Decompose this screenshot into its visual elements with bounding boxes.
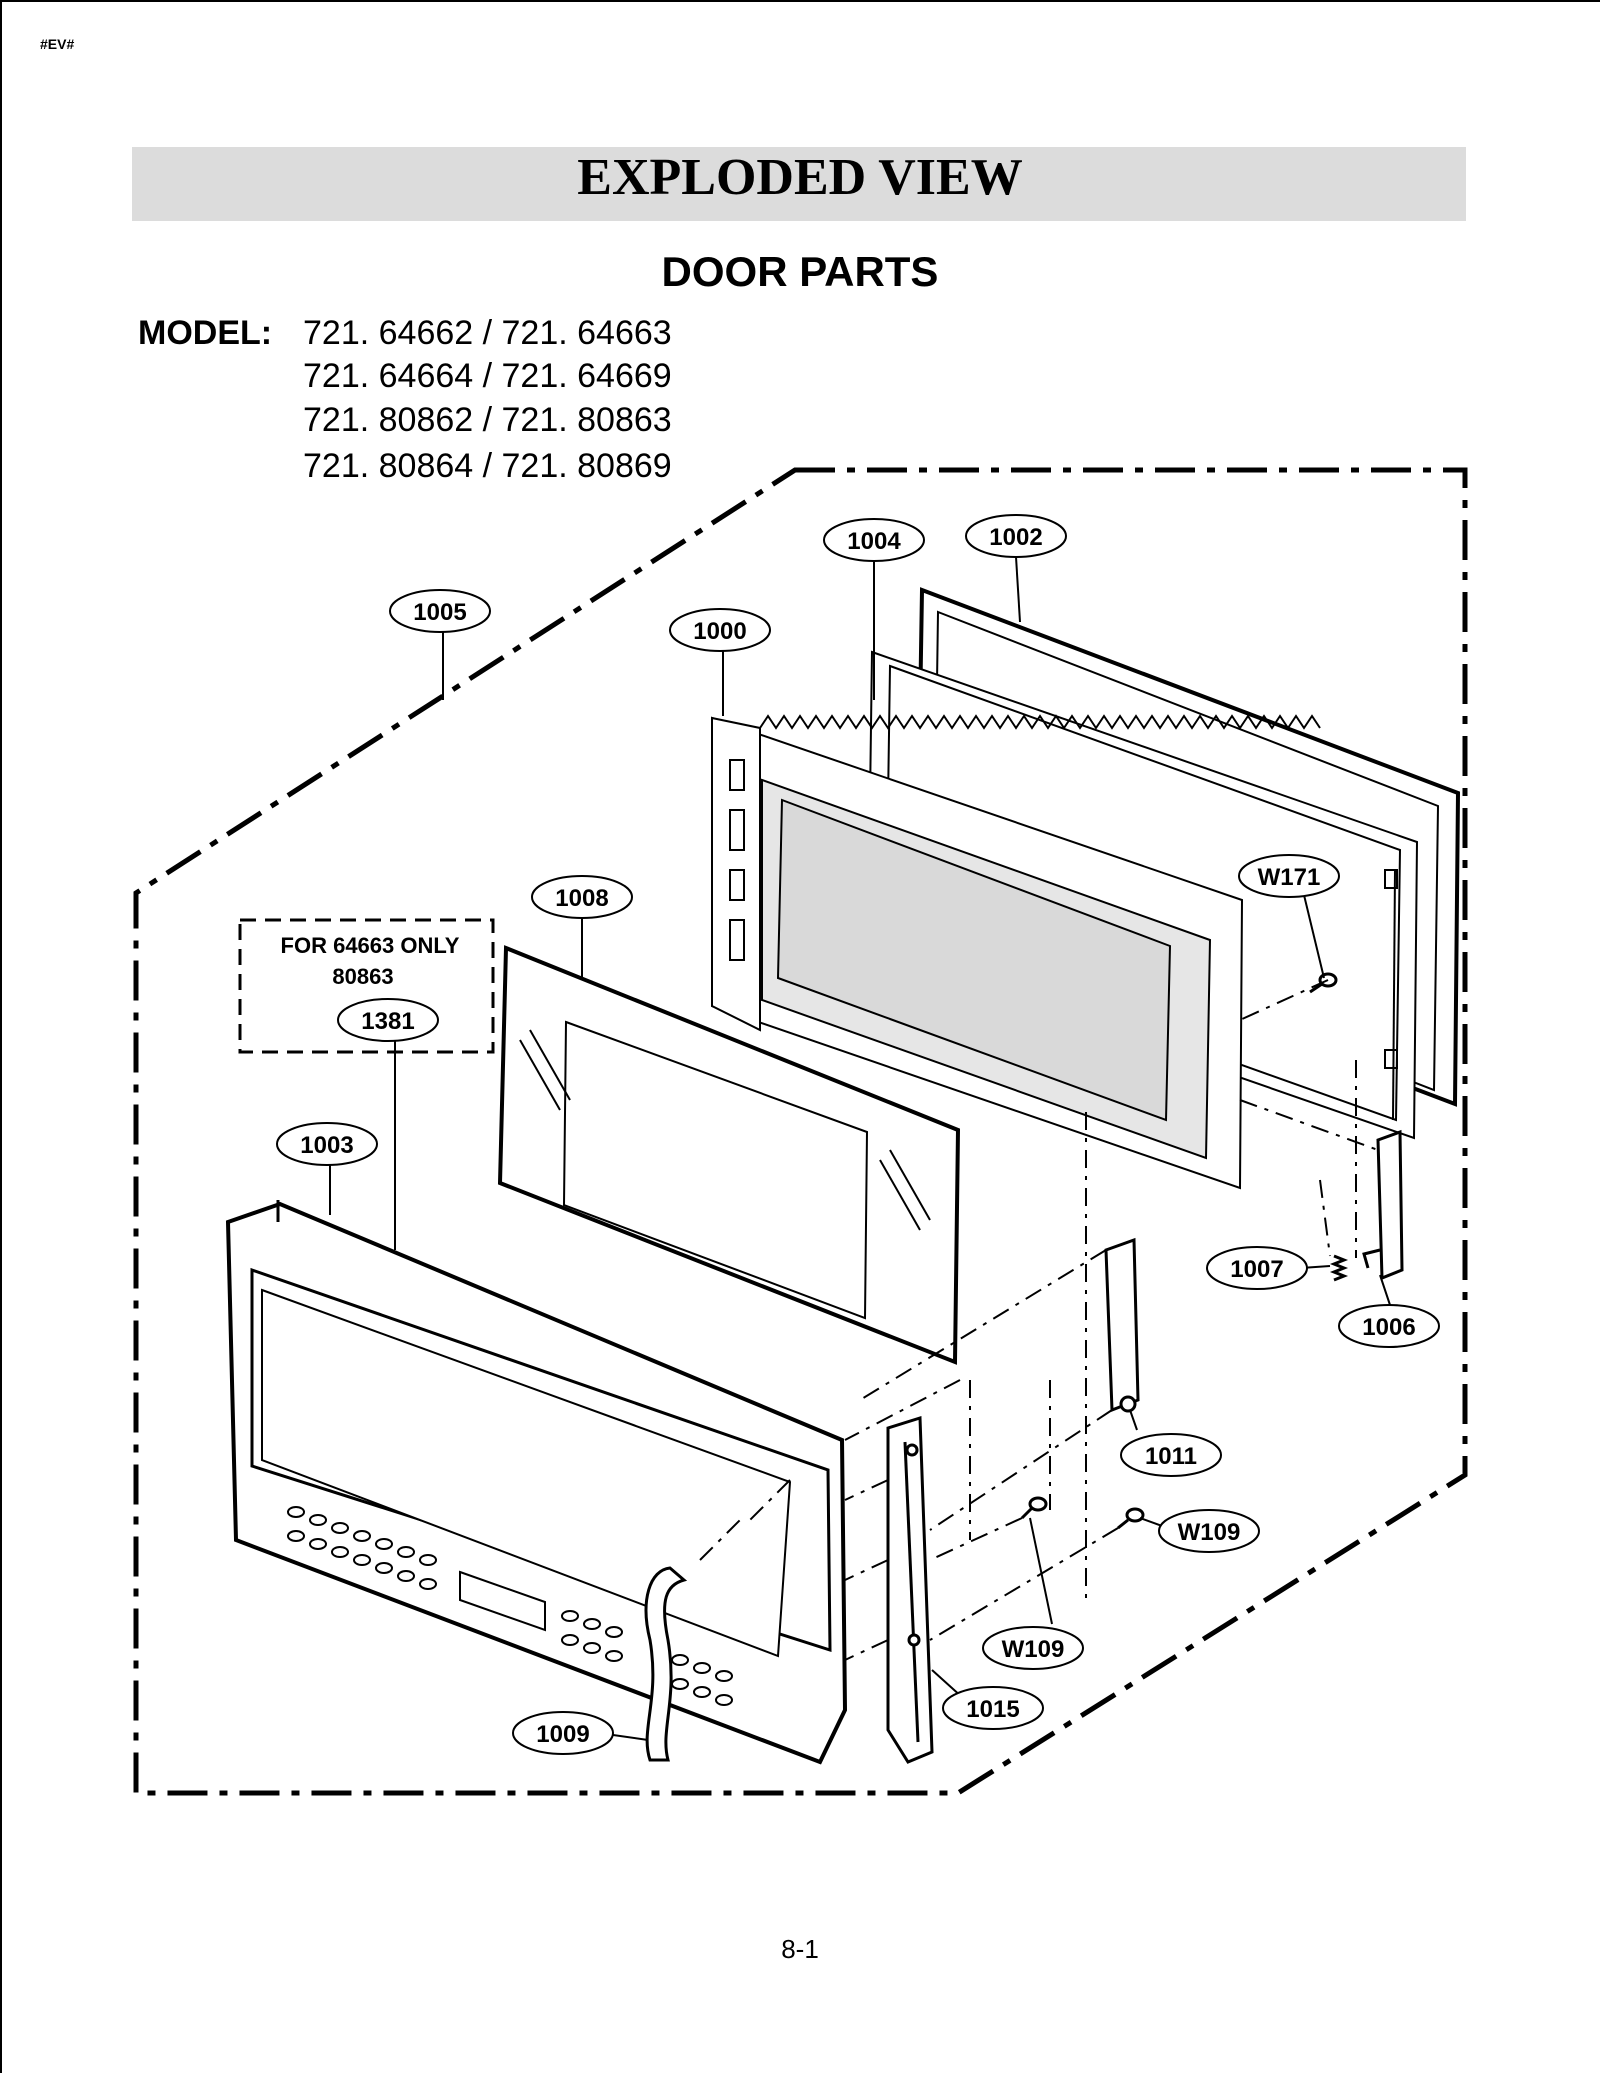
latch-hook [1362, 1129, 1404, 1281]
latch-spring [1329, 1254, 1349, 1282]
callout-1006: 1006 [1362, 1314, 1415, 1341]
model-line: 721. 80862 / 721. 80863 [303, 401, 672, 439]
model-label: MODEL: [138, 314, 273, 352]
inner-door-frame [711, 714, 1321, 1190]
model-line: 721. 80864 / 721. 80869 [303, 447, 672, 485]
callout-1381: 1381 [361, 1008, 414, 1035]
model-line: 721. 64662 / 721. 64663 [303, 314, 672, 352]
callout-1011: 1011 [1145, 1443, 1197, 1470]
callout-w171: W171 [1258, 864, 1321, 891]
door-handle [644, 1566, 688, 1762]
callout-w109: W109 [1178, 1519, 1241, 1546]
callout-bubble [1120, 1433, 1222, 1477]
callout-1015: 1015 [966, 1696, 1019, 1723]
note-box [238, 918, 495, 1054]
callout-bubble [669, 608, 771, 652]
callout-1003: 1003 [300, 1132, 353, 1159]
callout-bubble [389, 589, 491, 633]
callout-bubble [942, 1686, 1044, 1730]
callout-bubble [276, 1122, 378, 1166]
callout-bubble [1338, 1304, 1440, 1348]
latch-bracket [886, 1415, 934, 1764]
callout-bubble [1158, 1509, 1260, 1553]
page-title: EXPLODED VIEW [577, 149, 1023, 206]
callout-1007: 1007 [1230, 1256, 1283, 1283]
callout-bubble [823, 518, 925, 562]
callout-1005: 1005 [413, 599, 466, 626]
callout-1000: 1000 [693, 618, 746, 645]
callout-bubble [1238, 854, 1340, 898]
model-line: 721. 64664 / 721. 64669 [303, 357, 672, 395]
callout-bubble [337, 998, 439, 1042]
page-number: 8-1 [781, 1934, 819, 1964]
callout-bubble [531, 875, 633, 919]
assembly-boundary [133, 467, 1468, 1796]
callout-1002: 1002 [989, 524, 1042, 551]
door-hook [1104, 1237, 1140, 1413]
note-line-2: 80863 [332, 964, 393, 989]
callout-bubble [512, 1711, 614, 1755]
door-glass [497, 945, 961, 1365]
callout-w109: W109 [1002, 1636, 1065, 1663]
callout-bubble [982, 1626, 1084, 1670]
callout-bubble [965, 514, 1067, 558]
callout-bubble [1206, 1246, 1308, 1290]
screw [1020, 972, 1338, 1530]
callout-1008: 1008 [555, 885, 608, 912]
callout-1004: 1004 [847, 528, 901, 555]
page-subtitle: DOOR PARTS [661, 248, 939, 295]
note-line-1: FOR 64663 ONLY [281, 933, 460, 958]
door-front-panel [225, 1200, 848, 1765]
assembly-guide-lines [699, 979, 1379, 1661]
document-tag: #EV# [40, 36, 75, 52]
callout-1009: 1009 [536, 1721, 589, 1748]
title-band [132, 147, 1466, 221]
